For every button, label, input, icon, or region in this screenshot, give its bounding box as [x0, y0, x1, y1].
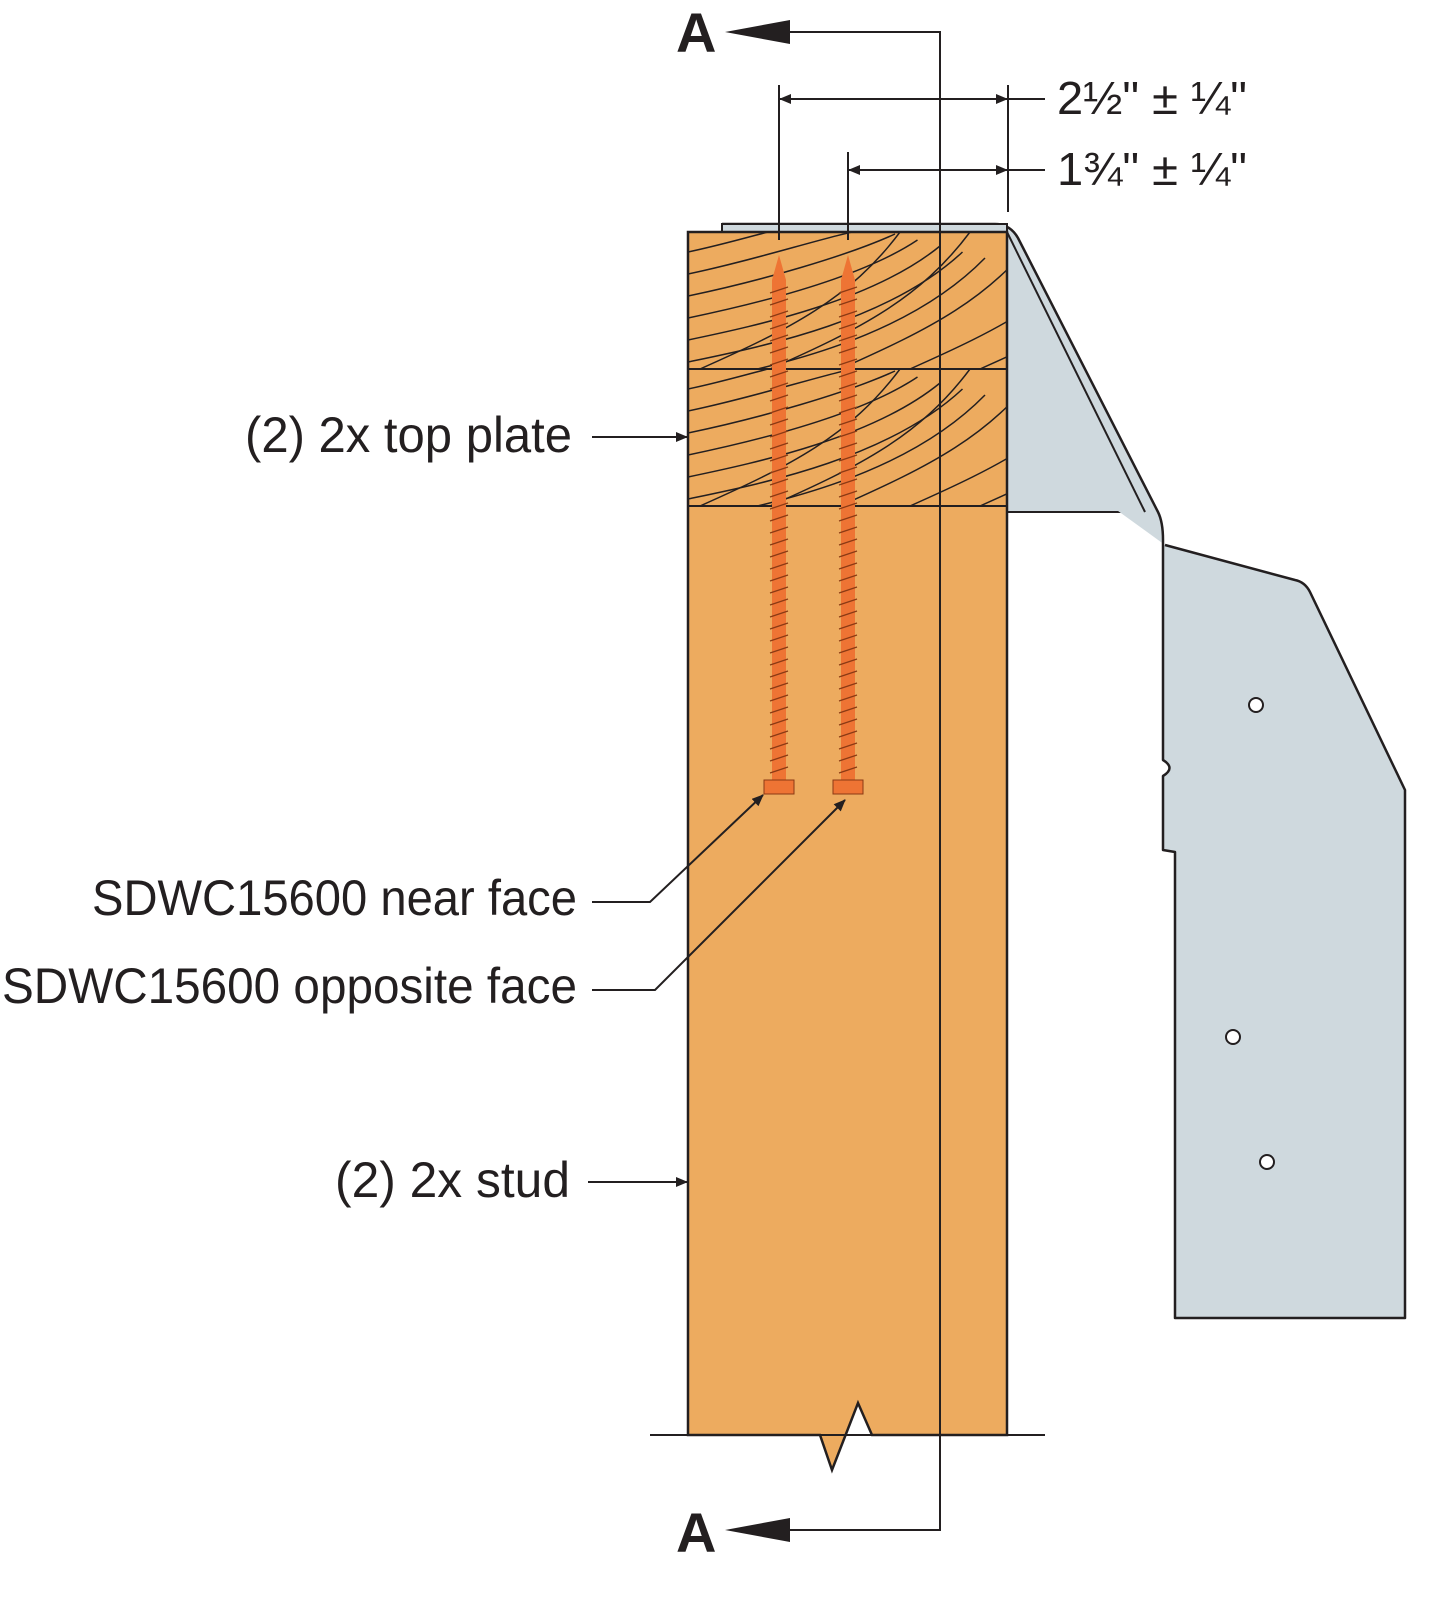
hurricane-tie-connector: [721, 222, 1407, 1320]
screw-head: [763, 779, 795, 795]
nail-hole: [1259, 1154, 1275, 1170]
nail-hole: [1248, 697, 1264, 713]
dimension-inner: 1¾" ± ¼": [1057, 143, 1247, 195]
dimensions: 2½" ± ¼" 1¾" ± ¼": [778, 72, 1247, 240]
section-mark-top: A: [676, 1, 716, 64]
label-screw-near-face: SDWC15600 near face: [92, 870, 577, 926]
screws: [763, 255, 864, 795]
label-stud: (2) 2x stud: [335, 1152, 570, 1208]
section-cut-line: A A: [676, 1, 941, 1564]
label-screw-opposite-face: SDWC15600 opposite face: [2, 958, 577, 1014]
wood-grain: [688, 369, 1007, 506]
screw: [763, 255, 795, 795]
label-top-plate: (2) 2x top plate: [245, 407, 572, 463]
callouts: (2) 2x top plate SDWC15600 near face SDW…: [2, 407, 846, 1208]
screw-head: [832, 779, 864, 795]
wood-members: [650, 230, 1045, 1474]
nail-hole: [1225, 1029, 1241, 1045]
section-mark-bottom: A: [676, 1501, 716, 1564]
dimension-outer: 2½" ± ¼": [1057, 72, 1247, 124]
wood-grain: [688, 232, 1007, 369]
screw: [832, 255, 864, 795]
